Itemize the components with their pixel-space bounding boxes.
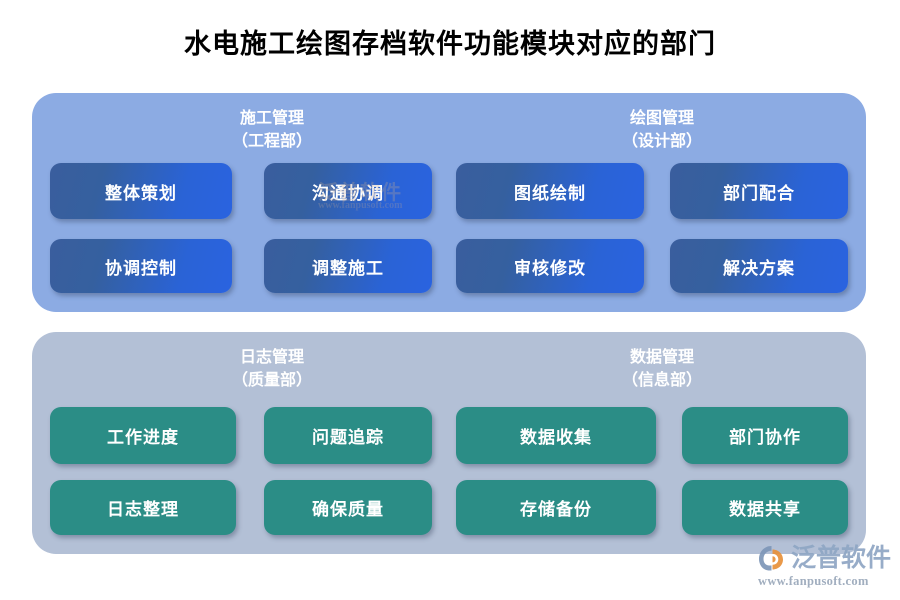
module-grid-bottom: 工作进度 问题追踪 数据收集 部门协作 日志整理 确保质量 存储备份 数据共享 xyxy=(32,402,866,544)
group-name: 绘图管理 xyxy=(629,110,694,127)
module-box[interactable]: 日志整理 xyxy=(50,480,236,535)
module-box[interactable]: 存储备份 xyxy=(456,480,656,535)
module-box[interactable]: 确保质量 xyxy=(264,480,432,535)
group-department: （质量部） xyxy=(231,372,312,389)
logo-row: 泛普软件 xyxy=(758,543,894,573)
module-box[interactable]: 整体策划 xyxy=(50,163,232,219)
module-box[interactable]: 调整施工 xyxy=(264,239,432,293)
module-box[interactable]: 数据共享 xyxy=(682,480,848,535)
group-department: （信息部） xyxy=(621,372,702,389)
module-box[interactable]: 部门配合 xyxy=(670,163,848,219)
group-name: 数据管理 xyxy=(629,349,694,366)
panel-construction-drawing: 施工管理 （工程部） 绘图管理 （设计部） 整体策划 沟通协调 图纸绘制 部门配… xyxy=(32,93,866,312)
logo-text: 泛普软件 xyxy=(791,543,892,572)
module-box[interactable]: 图纸绘制 xyxy=(456,163,644,219)
fanpu-logo-icon xyxy=(759,545,783,570)
group-heading-data: 数据管理 （信息部） xyxy=(532,346,792,392)
module-box[interactable]: 数据收集 xyxy=(456,407,656,464)
panel-log-data: 日志管理 （质量部） 数据管理 （信息部） 工作进度 问题追踪 数据收集 部门协… xyxy=(32,332,866,554)
module-box[interactable]: 解决方案 xyxy=(670,239,848,293)
module-box[interactable]: 审核修改 xyxy=(456,239,644,293)
module-grid-top: 整体策划 沟通协调 图纸绘制 部门配合 协调控制 调整施工 审核修改 解决方案 xyxy=(32,163,866,305)
page-title: 水电施工绘图存档软件功能模块对应的部门 xyxy=(184,29,716,59)
group-heading-log: 日志管理 （质量部） xyxy=(142,346,402,392)
group-department: （工程部） xyxy=(231,133,312,150)
group-heading-construction: 施工管理 （工程部） xyxy=(142,107,402,153)
module-box[interactable]: 沟通协调 xyxy=(264,163,432,219)
module-box[interactable]: 协调控制 xyxy=(50,239,232,293)
fanpu-logo: 泛普软件 www.fanpusoft.com xyxy=(758,543,894,591)
logo-url: www.fanpusoft.com xyxy=(758,574,869,588)
group-department: （设计部） xyxy=(621,133,702,150)
module-box[interactable]: 问题追踪 xyxy=(264,407,432,464)
group-name: 施工管理 xyxy=(239,110,304,127)
module-box[interactable]: 工作进度 xyxy=(50,407,236,464)
module-box[interactable]: 部门协作 xyxy=(682,407,848,464)
group-heading-drawing: 绘图管理 （设计部） xyxy=(532,107,792,153)
group-name: 日志管理 xyxy=(239,349,304,366)
